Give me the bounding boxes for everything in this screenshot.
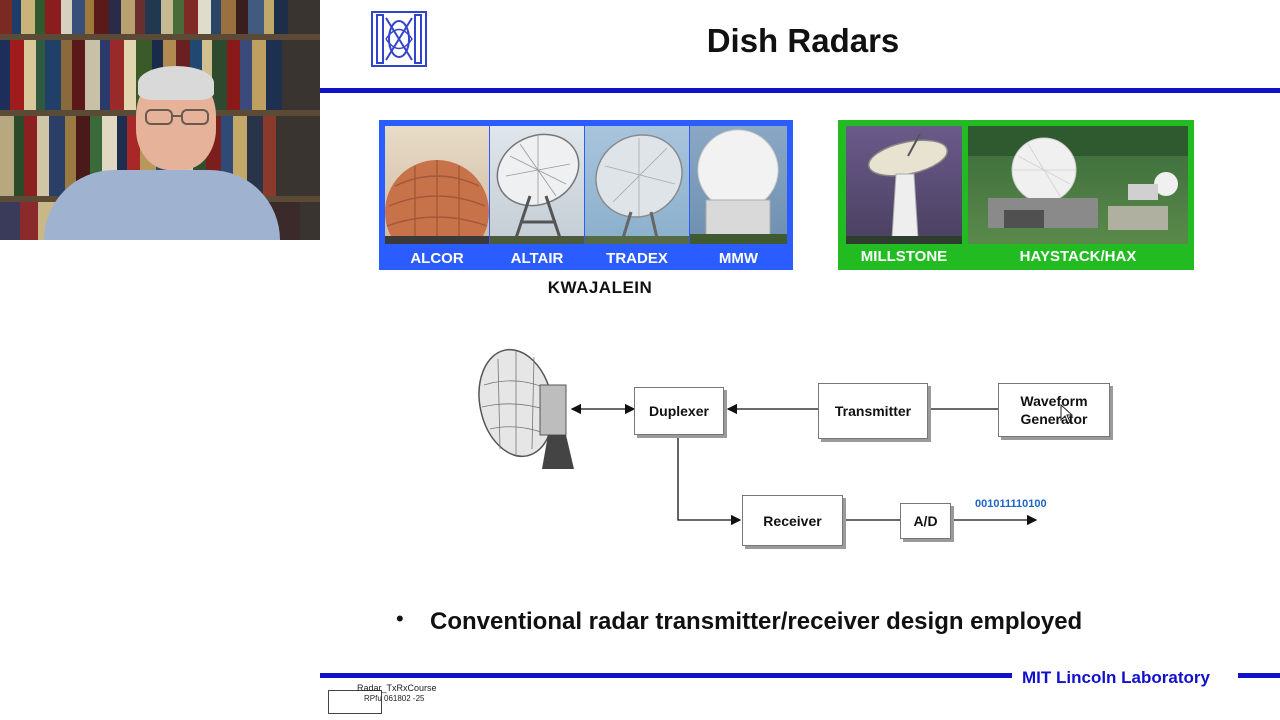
footer-slide-id: RPfu 061802 -25 xyxy=(364,694,425,703)
header-divider xyxy=(320,88,1280,93)
presenter-shirt xyxy=(44,170,280,240)
webcam-video xyxy=(0,0,320,240)
presenter-glasses xyxy=(145,109,209,125)
caption-haystack: HAYSTACK/HAX xyxy=(1019,248,1137,265)
waveform-generator-block: Waveform Generator xyxy=(998,383,1110,437)
dish-antenna-icon xyxy=(478,348,574,469)
kwajalein-label: KWAJALEIN xyxy=(547,278,653,297)
millstone-haystack-photo-panel: MILLSTONE HAYSTACK/HAX xyxy=(838,120,1194,270)
ad-converter-block: A/D xyxy=(900,503,951,539)
footer-thumbnail xyxy=(328,690,382,714)
slide-title: Dish Radars xyxy=(706,22,900,59)
presenter-hair xyxy=(138,66,214,100)
waveform-label-line1: Waveform xyxy=(1020,393,1088,409)
kwajalein-photo-panel: ALCOR ALTAIR TRADEX MMW xyxy=(379,120,793,270)
organization-name: MIT Lincoln Laboratory xyxy=(1022,668,1210,687)
transmitter-block: Transmitter xyxy=(818,383,928,439)
digital-output-bits: 001011110100 xyxy=(975,498,1047,510)
footer-divider-end xyxy=(1238,673,1280,678)
footer-course-id: Radar_TxRxCourse xyxy=(357,683,437,693)
tradex-photo xyxy=(585,126,689,244)
footer-divider xyxy=(320,673,1012,678)
alcor-photo xyxy=(385,126,489,244)
waveform-label-line2: Generator xyxy=(1020,411,1088,427)
receiver-block: Receiver xyxy=(742,495,843,546)
caption-tradex: TRADEX xyxy=(606,250,668,267)
bullet-marker: • xyxy=(396,606,404,631)
mouse-cursor-icon xyxy=(1060,404,1074,424)
lincoln-lab-logo-icon xyxy=(371,11,427,67)
caption-altair: ALTAIR xyxy=(510,250,564,267)
altair-photo xyxy=(490,126,584,244)
mmw-photo xyxy=(690,126,787,244)
diagram-connectors xyxy=(570,403,1038,526)
haystack-photo xyxy=(968,126,1188,244)
caption-millstone: MILLSTONE xyxy=(860,248,948,265)
caption-alcor: ALCOR xyxy=(410,250,464,267)
caption-mmw: MMW xyxy=(718,250,759,267)
millstone-photo xyxy=(846,126,962,244)
duplexer-block: Duplexer xyxy=(634,387,724,435)
bookshelf-row xyxy=(0,0,320,34)
bullet-text: Conventional radar transmitter/receiver … xyxy=(430,608,1083,635)
